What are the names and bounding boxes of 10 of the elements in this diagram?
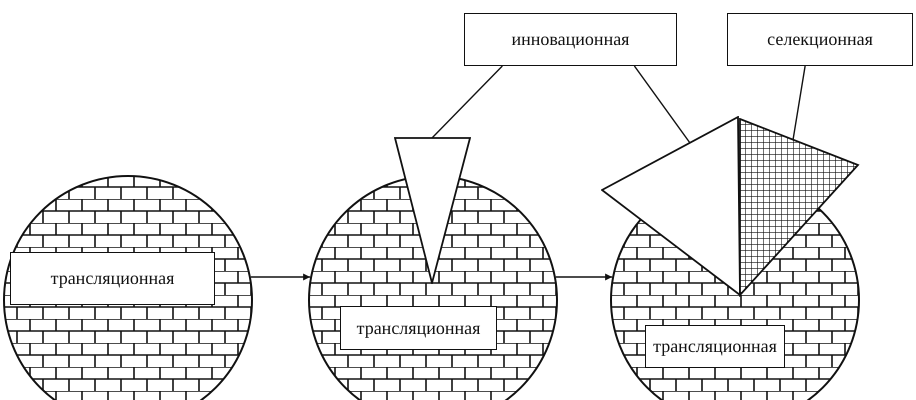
arrow	[556, 274, 612, 280]
label-box: селекционная	[727, 13, 913, 66]
label-box: трансляционная	[645, 325, 785, 368]
leader-line	[634, 66, 691, 144]
arrow	[250, 274, 310, 280]
label-box: инновационная	[464, 13, 677, 66]
leader-line	[792, 66, 806, 140]
label-box: трансляционная	[10, 252, 215, 305]
leader-line	[432, 66, 503, 138]
label-box: трансляционная	[340, 306, 497, 350]
